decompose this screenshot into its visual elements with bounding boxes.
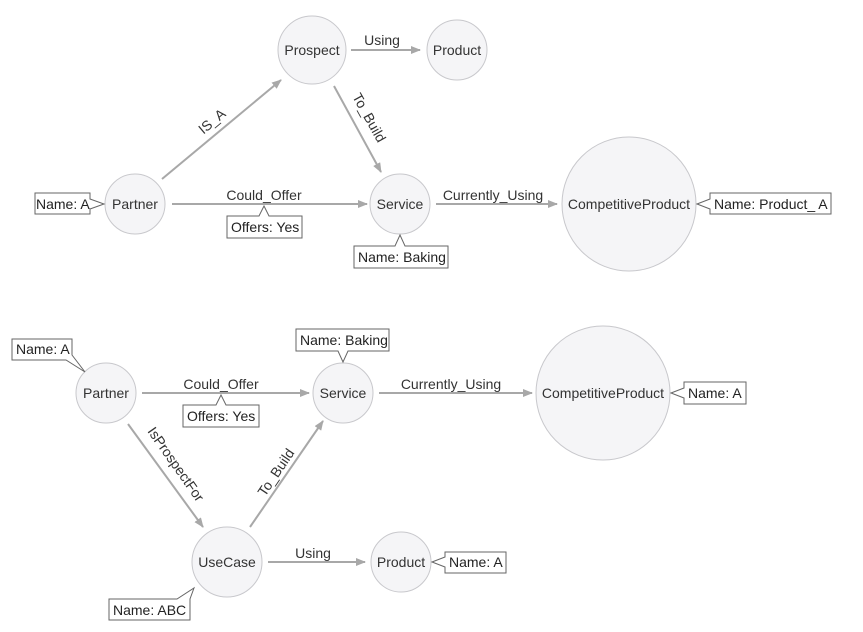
node-prospect[interactable]: Prospect <box>277 15 347 85</box>
edge-currently-using[interactable]: Currently_Using <box>436 187 558 208</box>
tag-service-name-2: Name: Baking <box>295 328 390 364</box>
diagram-2: Could_Offer Currently_Using IsProspectFo… <box>11 325 747 621</box>
node-label-product: Product <box>433 42 481 58</box>
tag-could-offer-offers: Offers: Yes <box>226 204 303 239</box>
tag-text-could-offer-offers-2: Offers: Yes <box>187 408 255 424</box>
node-competitive-product-2[interactable]: CompetitiveProduct <box>535 325 671 461</box>
edge-to-build-2[interactable]: To_Build <box>249 420 324 528</box>
edge-label-currently-using-2: Currently_Using <box>401 376 501 392</box>
edge-is-a[interactable]: IS_A <box>161 79 282 180</box>
node-service[interactable]: Service <box>369 173 431 235</box>
tag-competitive-product-name-2: Name: A <box>669 381 747 405</box>
edge-label-using: Using <box>364 32 400 48</box>
edge-label-using-2: Using <box>295 545 331 561</box>
diagram-1: Using IS_A To_Build Could_Offer Currentl… <box>34 15 832 272</box>
edge-label-to-build: To_Build <box>349 90 389 145</box>
tag-competitive-product-name: Name: Product_ A <box>695 192 832 215</box>
node-label-prospect: Prospect <box>284 42 339 58</box>
tag-text-partner-name: Name: A <box>36 196 90 212</box>
tag-product-name-2: Name: A <box>430 551 507 574</box>
edge-using-2[interactable]: Using <box>268 545 366 566</box>
edge-to-build[interactable]: To_Build <box>333 85 389 173</box>
tag-text-competitive-product-name: Name: Product_ A <box>714 196 828 212</box>
node-partner[interactable]: Partner <box>104 173 166 235</box>
node-product[interactable]: Product <box>426 19 488 81</box>
tag-text-service-name-2: Name: Baking <box>300 332 388 348</box>
edge-currently-using-2[interactable]: Currently_Using <box>379 376 533 397</box>
edge-could-offer[interactable]: Could_Offer <box>172 187 368 208</box>
node-label-partner: Partner <box>112 196 158 212</box>
tag-text-service-name: Name: Baking <box>358 249 446 265</box>
edge-label-is-prospect-for: IsProspectFor <box>145 424 208 505</box>
node-label-partner-2: Partner <box>83 385 129 401</box>
tag-service-name: Name: Baking <box>353 233 449 269</box>
node-label-use-case: UseCase <box>198 554 256 570</box>
node-label-competitive-product-2: CompetitiveProduct <box>542 385 664 401</box>
tag-partner-name: Name: A <box>34 192 106 215</box>
edge-using[interactable]: Using <box>351 32 421 54</box>
edge-label-could-offer: Could_Offer <box>226 187 302 203</box>
tag-text-use-case-name: Name: ABC <box>113 602 186 618</box>
edge-label-is-a: IS_A <box>195 105 229 137</box>
node-service-2[interactable]: Service <box>312 362 374 424</box>
edge-is-prospect-for[interactable]: IsProspectFor <box>127 423 208 528</box>
tag-could-offer-offers-2: Offers: Yes <box>182 393 260 428</box>
tag-text-competitive-product-name-2: Name: A <box>688 385 742 401</box>
node-partner-2[interactable]: Partner <box>75 362 137 424</box>
node-label-competitive-product: CompetitiveProduct <box>568 196 690 212</box>
node-label-product-2: Product <box>377 554 425 570</box>
node-product-2[interactable]: Product <box>370 531 432 593</box>
tag-text-partner-name-2: Name: A <box>16 341 70 357</box>
node-use-case[interactable]: UseCase <box>191 526 263 598</box>
tag-text-could-offer-offers: Offers: Yes <box>231 219 299 235</box>
tag-partner-name-2: Name: A <box>11 338 86 373</box>
edge-label-could-offer-2: Could_Offer <box>183 376 259 392</box>
tag-use-case-name: Name: ABC <box>108 586 195 621</box>
node-label-service: Service <box>377 196 424 212</box>
edge-could-offer-2[interactable]: Could_Offer <box>142 376 310 397</box>
node-label-service-2: Service <box>320 385 367 401</box>
tag-text-product-name-2: Name: A <box>449 554 503 570</box>
edge-label-currently-using: Currently_Using <box>443 187 543 203</box>
node-competitive-product[interactable]: CompetitiveProduct <box>561 136 697 272</box>
